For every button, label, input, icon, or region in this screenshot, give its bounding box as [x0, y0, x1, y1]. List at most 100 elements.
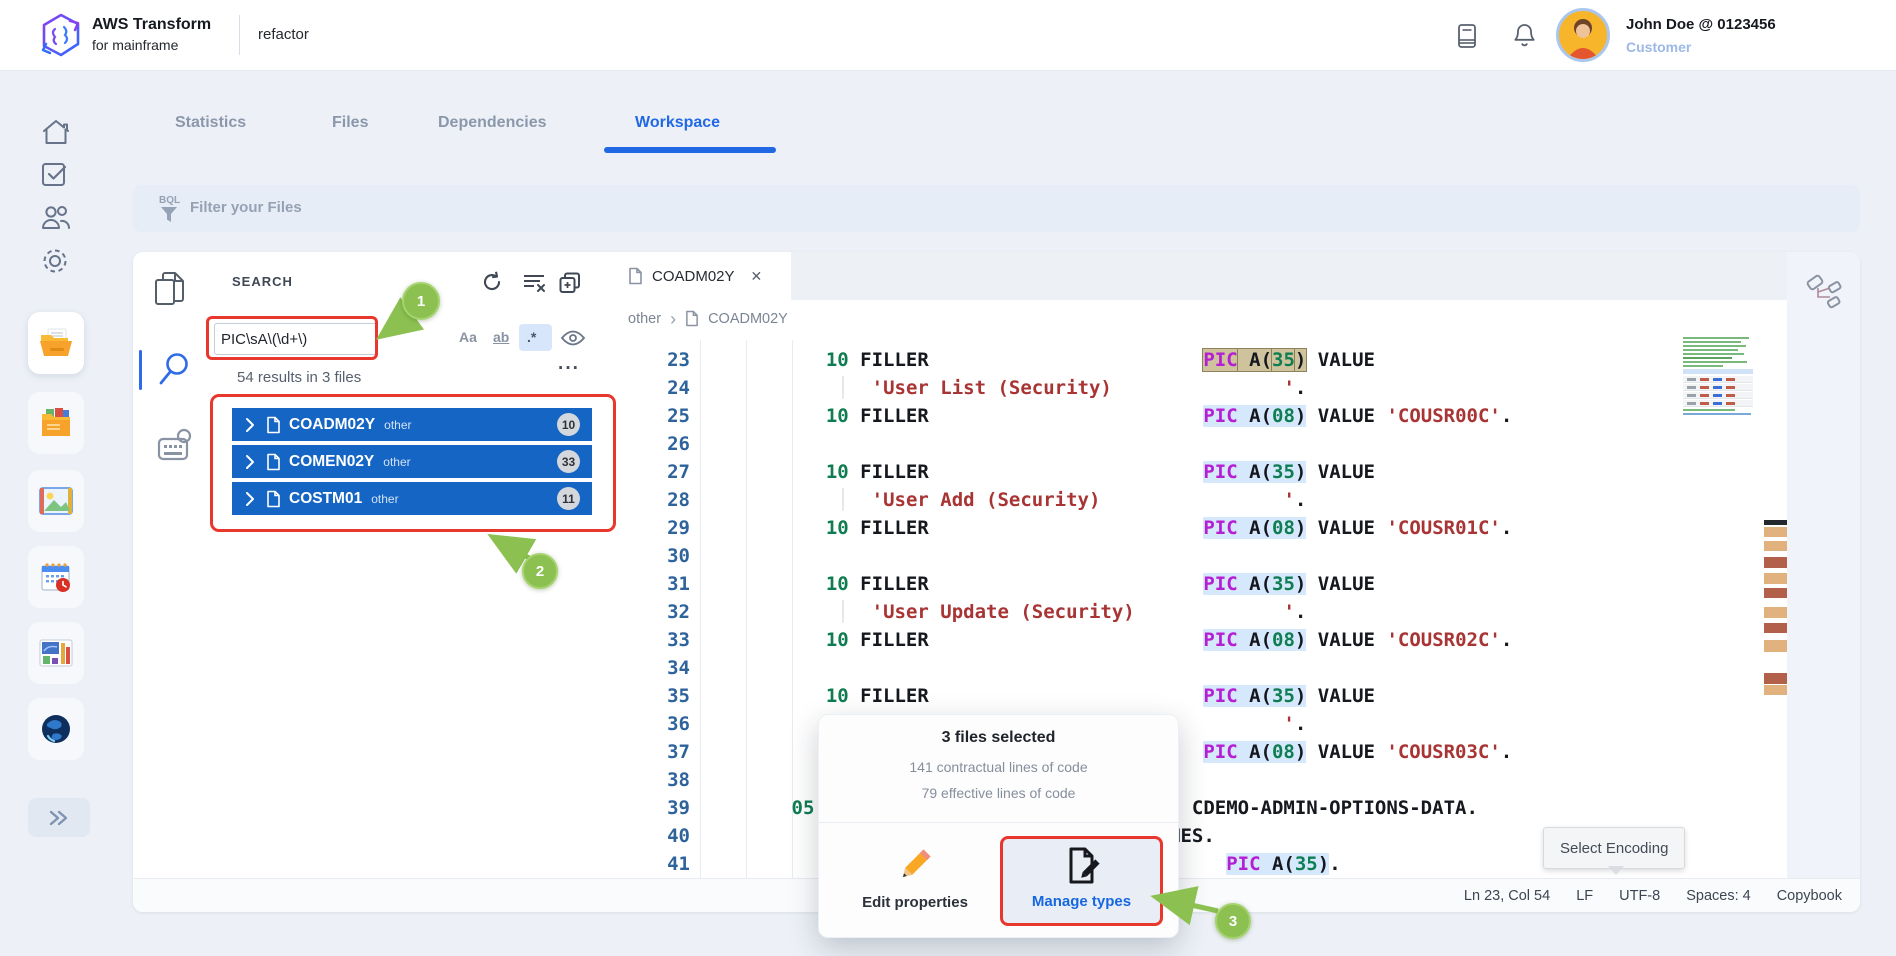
chevron-right-icon[interactable] [240, 491, 260, 507]
ruler-mark [1764, 573, 1787, 584]
line-number: 37 [667, 741, 690, 763]
code-line: 32 │ 'User Update (Security) '. [0, 598, 1896, 626]
aws-transform-logo-icon [41, 13, 80, 57]
app-title: AWS Transform [92, 16, 212, 33]
search-results-summary: 54 results in 3 files [237, 369, 362, 386]
code-line: 33 10 FILLER PIC A(08) VALUE 'COUSR02C'. [0, 626, 1896, 654]
file-icon [267, 490, 280, 507]
result-count-badge: 10 [557, 413, 580, 436]
manage-types-label: Manage types [1031, 893, 1132, 910]
sidebar-item-globe[interactable] [28, 698, 84, 760]
home-icon[interactable] [40, 118, 72, 146]
app-subtitle: for mainframe [92, 37, 179, 53]
code-line: 41 PIC A(35). [0, 850, 1896, 878]
refresh-icon[interactable] [480, 270, 504, 294]
popup-title: 3 files selected [941, 729, 1056, 746]
top-header: AWS Transform for mainframe refactor Joh… [0, 0, 1896, 71]
editor-tab-label: COADM02Y [652, 267, 735, 285]
line-number: 25 [667, 405, 690, 427]
code-line: 35 10 FILLER PIC A(35) VALUE [0, 682, 1896, 710]
status-eol[interactable]: LF [1576, 887, 1594, 904]
status-encoding[interactable]: UTF-8 [1619, 887, 1661, 904]
status-language-mode[interactable]: Copybook [1776, 887, 1842, 904]
manage-types-button[interactable]: Manage types [1000, 836, 1163, 926]
tasks-icon[interactable] [40, 160, 70, 188]
sidebar-expand-button[interactable] [28, 798, 90, 837]
select-encoding-tooltip[interactable]: Select Encoding [1543, 827, 1686, 869]
sidebar-item-images[interactable] [28, 470, 84, 532]
mode-label: refactor [258, 26, 309, 43]
code-line: 37 PIC A(08) VALUE 'COUSR03C'. [0, 738, 1896, 766]
eye-icon[interactable] [560, 329, 586, 347]
ruler-mark [1764, 607, 1787, 618]
breadcrumb-folder[interactable]: other [628, 310, 662, 327]
call-graph-icon[interactable] [1804, 274, 1844, 312]
more-options-icon[interactable]: ··· [558, 358, 580, 379]
tooltip-caret [1608, 866, 1624, 875]
search-input[interactable] [214, 323, 378, 355]
result-file-type: other [384, 417, 412, 432]
file-icon [629, 267, 642, 285]
double-chevron-right-icon [49, 810, 68, 825]
tab-files[interactable]: Files [332, 114, 369, 131]
ruler-mark [1764, 673, 1787, 684]
line-number: 26 [667, 433, 690, 455]
line-number: 32 [667, 601, 690, 623]
sidebar-item-dashboard[interactable] [28, 622, 84, 684]
tab-statistics[interactable]: Statistics [175, 114, 247, 131]
editor-tab-coadm02y[interactable]: COADM02Y ✕ [615, 252, 791, 300]
docs-book-icon[interactable] [1455, 23, 1479, 49]
open-in-editor-icon[interactable] [558, 271, 582, 295]
line-number: 23 [667, 349, 690, 371]
edit-properties-button[interactable]: Edit properties [840, 836, 990, 926]
active-tab-underline [604, 147, 776, 153]
line-number: 33 [667, 629, 690, 651]
code-line: 31 10 FILLER PIC A(35) VALUE [0, 570, 1896, 598]
popup-contractual-lines: 141 contractual lines of code [909, 759, 1088, 775]
whole-word-option[interactable]: ab [493, 329, 510, 345]
user-role: Customer [1626, 39, 1692, 55]
status-indentation[interactable]: Spaces: 4 [1686, 887, 1751, 904]
pencil-icon [902, 849, 931, 878]
ruler-mark [1764, 527, 1787, 537]
line-number: 27 [667, 461, 690, 483]
sidebar-item-workspace[interactable] [28, 312, 84, 374]
indent-guide [792, 340, 793, 878]
annotation-step-2: 2 [522, 553, 558, 589]
minimap[interactable] [1683, 337, 1753, 429]
breadcrumb-file[interactable]: COADM02Y [708, 310, 788, 327]
line-number: 30 [667, 545, 690, 567]
match-case-option[interactable]: Aa [459, 329, 477, 345]
avatar-person-icon [1567, 19, 1599, 59]
clear-results-icon[interactable] [522, 272, 548, 294]
users-icon[interactable] [40, 203, 72, 231]
regex-option[interactable]: .* [527, 329, 537, 345]
tab-workspace[interactable]: Workspace [635, 114, 721, 131]
result-file-name: COSTM01 [289, 489, 363, 507]
chevron-right-icon[interactable] [240, 454, 260, 470]
keyboard-icon[interactable] [155, 426, 195, 466]
filter-bar[interactable]: BQL [133, 185, 1860, 232]
chevron-right-icon[interactable] [240, 417, 260, 433]
sidebar-item-documents[interactable] [28, 392, 84, 454]
ruler-mark [1764, 588, 1787, 598]
line-number: 24 [667, 377, 690, 399]
ruler-mark [1764, 623, 1787, 633]
explorer-files-icon[interactable] [153, 270, 187, 310]
notifications-bell-icon[interactable] [1512, 22, 1537, 49]
status-cursor-position[interactable]: Ln 23, Col 54 [1463, 887, 1551, 904]
user-avatar[interactable] [1556, 8, 1610, 62]
result-file-name: COMEN02Y [289, 452, 375, 470]
tab-dependencies[interactable]: Dependencies [438, 114, 547, 131]
code-line: 30 [0, 542, 1896, 570]
result-file-type: other [383, 454, 411, 469]
annotation-step-1: 1 [402, 282, 440, 320]
calendar-icon [41, 563, 70, 592]
search-icon[interactable] [157, 350, 193, 390]
sidebar-item-calendar[interactable] [28, 546, 84, 608]
settings-gear-icon[interactable] [40, 246, 70, 276]
close-tab-icon[interactable]: ✕ [750, 267, 763, 284]
